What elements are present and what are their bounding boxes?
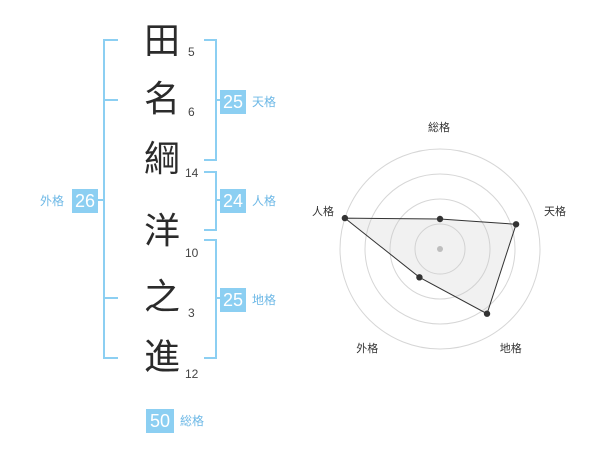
radar-axis-label-jinkaku: 人格 [311, 205, 334, 219]
stroke-count-6: 12 [185, 367, 199, 381]
stroke-count-2: 6 [188, 105, 195, 119]
tenkaku-value: 25 [220, 90, 246, 114]
radar-ring [414, 223, 466, 275]
name-char-4: 洋 [143, 211, 180, 252]
chikaku-value: 25 [220, 288, 246, 312]
chikaku-label: 地格 [252, 293, 277, 307]
radar-ring [339, 148, 541, 350]
name-char-3: 綱 [143, 139, 180, 180]
radar-ring [364, 173, 516, 325]
radar-point-2 [483, 310, 491, 317]
tenkaku-label: 天格 [252, 95, 277, 109]
radar-point-3 [416, 274, 423, 281]
soukaku-label: 総格 [180, 414, 205, 428]
soukaku-value: 50 [146, 409, 174, 433]
name-char-2: 名 [143, 79, 180, 120]
radar-point-4 [341, 214, 349, 222]
radar-axis-label-soukaku: 総格 [428, 121, 450, 134]
radar-axis-label-chikaku: 地格 [499, 341, 522, 355]
radar-point-1 [512, 221, 520, 228]
stroke-count-5: 3 [188, 306, 195, 320]
stroke-count-1: 5 [188, 45, 195, 59]
radar-polygon [343, 217, 517, 315]
jinkaku-value: 24 [220, 189, 246, 213]
gaikaku-label: 外格 [40, 194, 65, 208]
radar-axis-label-tenkaku: 天格 [544, 205, 567, 219]
jinkaku-label: 人格 [252, 194, 277, 208]
name-char-5: 之 [143, 277, 180, 318]
name-char-6: 進 [143, 337, 180, 378]
stroke-count-4: 10 [185, 246, 199, 260]
radar-axis-label-gaikaku: 外格 [356, 341, 379, 355]
radar-ring [389, 198, 491, 300]
radar-point-0 [436, 215, 444, 223]
name-char-1: 田 [143, 21, 180, 62]
stroke-count-3: 14 [185, 166, 199, 180]
radar-center [437, 246, 443, 252]
gaikaku-value: 26 [72, 189, 98, 213]
